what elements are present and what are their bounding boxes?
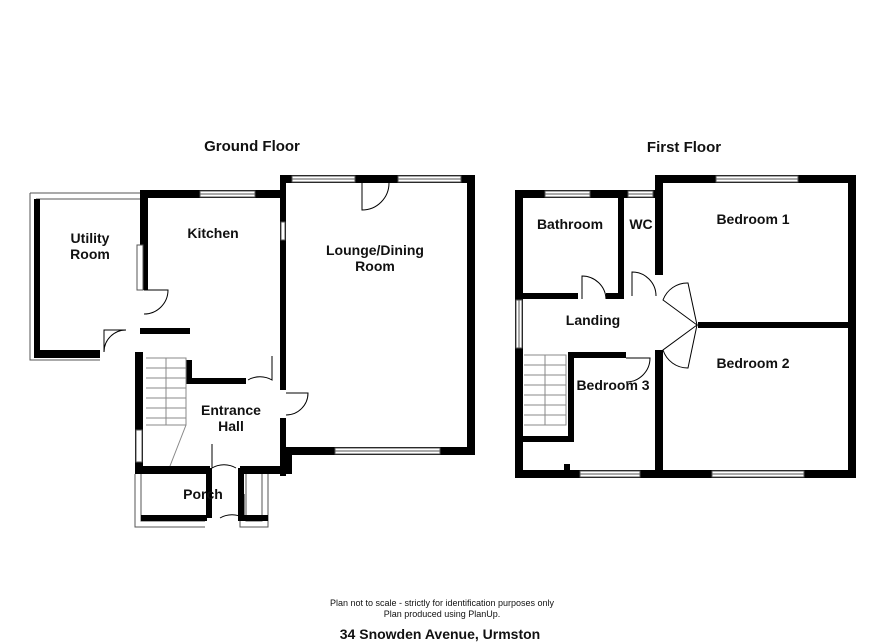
bedroom-2-label: Bedroom 2 [716,355,789,371]
utility-room-label-line2: Room [70,246,110,262]
first-floor-windows [515,175,805,478]
porch-label: Porch [183,486,223,502]
ground-floor-doors [103,182,390,519]
ground-floor-windows [135,175,462,463]
lounge-label-line2: Room [355,258,395,274]
bathroom-label: Bathroom [537,216,603,232]
ground-floor-walls [134,175,475,528]
wc-label: WC [629,216,652,232]
utility-room-walls [29,192,140,361]
ground-floor: Ground Floor Utility Room Kitchen Lounge… [29,138,475,528]
first-floor-doors [581,271,698,383]
first-floor-title: First Floor [647,139,721,156]
entrance-hall-label-line1: Entrance [201,402,261,418]
first-floor-stairs [524,354,567,426]
ground-floor-title: Ground Floor [204,138,300,155]
disclaimer-line1: Plan not to scale - strictly for identif… [330,598,555,608]
ground-floor-stairs [146,357,187,467]
entrance-hall-label-line2: Hall [218,418,244,434]
property-address: 34 Snowden Avenue, Urmston [340,626,540,642]
landing-label: Landing [566,312,620,328]
kitchen-label: Kitchen [187,225,238,241]
utility-room-label-line1: Utility [71,230,110,246]
disclaimer-line2: Plan produced using PlanUp. [384,609,501,619]
bedroom-3-label: Bedroom 3 [576,377,649,393]
plan-footer: Plan not to scale - strictly for identif… [330,598,555,642]
first-floor: First Floor Bathroom WC Bedroom 1 Landin… [515,139,856,478]
bedroom-1-label: Bedroom 1 [716,211,789,227]
lounge-label-line1: Lounge/Dining [326,242,424,258]
